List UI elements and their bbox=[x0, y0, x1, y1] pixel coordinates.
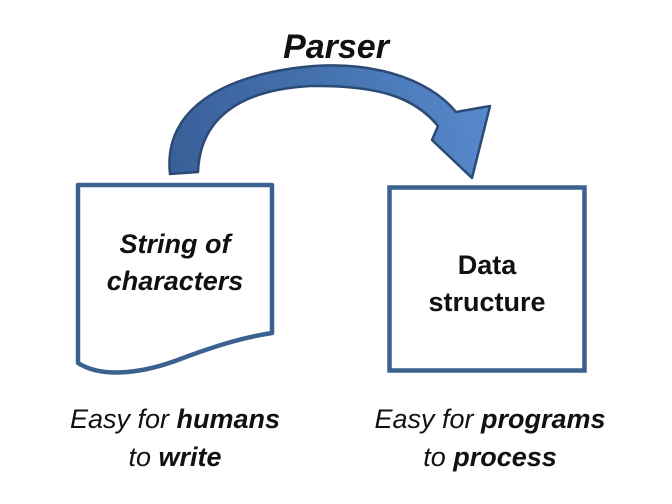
left-caption-line1: Easy for humans bbox=[25, 400, 325, 438]
curved-arrow-shape bbox=[168, 64, 492, 180]
diagram-title: Parser bbox=[283, 28, 389, 66]
left-caption-bold1: humans bbox=[176, 404, 281, 434]
left-box-label: String of characters bbox=[75, 182, 275, 382]
left-caption-mid: to bbox=[128, 442, 159, 472]
right-caption-bold1: programs bbox=[481, 404, 606, 434]
left-caption-prefix: Easy for bbox=[69, 404, 177, 434]
left-box-label-line1: String of bbox=[119, 229, 231, 259]
right-box-label-line1: Data bbox=[457, 250, 517, 280]
left-caption-bold2: write bbox=[158, 442, 222, 472]
data-structure-box: Data structure bbox=[387, 185, 587, 373]
rectangle-shape-icon bbox=[387, 185, 587, 373]
right-box-label-line2: structure bbox=[428, 287, 546, 317]
document-shape-outline bbox=[75, 182, 275, 375]
right-caption-prefix: Easy for bbox=[374, 404, 481, 434]
left-caption: Easy for humans to write bbox=[25, 400, 325, 476]
document-shape-icon bbox=[75, 182, 275, 375]
right-caption: Easy for programs to process bbox=[340, 400, 640, 476]
left-box-label-line2: characters bbox=[106, 266, 244, 296]
rectangle-shape-outline bbox=[387, 185, 587, 373]
left-caption-line2: to write bbox=[25, 438, 325, 476]
right-caption-line1: Easy for programs bbox=[340, 400, 640, 438]
right-caption-mid: to bbox=[423, 442, 454, 472]
right-caption-line2: to process bbox=[340, 438, 640, 476]
right-caption-bold2: process bbox=[453, 442, 557, 472]
string-of-characters-box: String of characters bbox=[75, 182, 275, 382]
right-box-label: Data structure bbox=[387, 185, 587, 373]
